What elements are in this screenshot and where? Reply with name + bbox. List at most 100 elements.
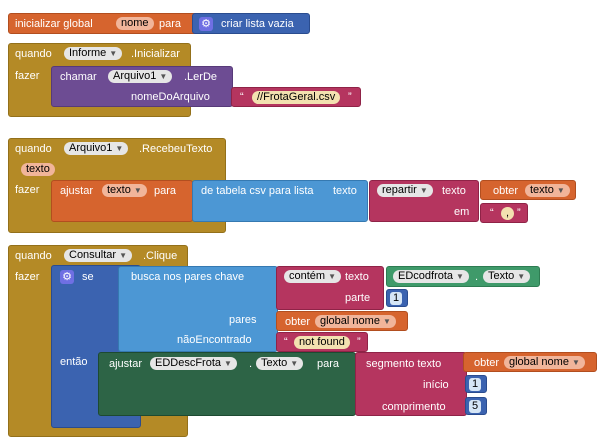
- set-component-text-block[interactable]: ajustar EDDescFrota▼ . Texto▼ para: [98, 352, 356, 416]
- file-name-text-field[interactable]: //FrotaGeral.csv: [252, 91, 341, 104]
- length-number-field[interactable]: 5: [469, 400, 482, 413]
- get-label: obter: [474, 357, 500, 369]
- get-global-nome-block-2[interactable]: obter global nome▼: [463, 352, 597, 372]
- event-name: .Inicializar: [131, 48, 180, 60]
- when-label: quando: [15, 250, 52, 262]
- set-component-dropdown[interactable]: EDDescFrota▼: [150, 357, 237, 370]
- not-found-string-block[interactable]: “ not found ”: [276, 332, 368, 352]
- global-var-name-field[interactable]: nome: [116, 17, 154, 30]
- component-text-getter-block[interactable]: EDcodfrota▼ . Texto▼: [386, 266, 540, 287]
- chevron-down-icon: ▼: [224, 359, 232, 368]
- csv-to-list-block[interactable]: de tabela csv para lista texto: [192, 180, 368, 222]
- dot-separator: .: [475, 271, 479, 283]
- when-label: quando: [15, 48, 52, 60]
- create-list-label: criar lista vazia: [221, 18, 294, 30]
- set-variable-block[interactable]: ajustar texto▼ para: [51, 180, 193, 222]
- call-label: chamar: [60, 71, 97, 83]
- split-dropdown[interactable]: repartir▼: [377, 184, 433, 197]
- open-quote-icon: “: [240, 91, 244, 103]
- chevron-down-icon: ▼: [328, 272, 336, 281]
- dot-separator: .: [249, 358, 253, 370]
- set-label: ajustar: [109, 358, 143, 370]
- file-name-string-block[interactable]: “ //FrotaGeral.csv ”: [231, 87, 361, 107]
- global-variable-block[interactable]: inicializar global nome para: [8, 13, 198, 34]
- create-empty-list-block[interactable]: ⚙ criar lista vazia: [192, 13, 310, 34]
- part-number-field[interactable]: 1: [390, 292, 403, 305]
- chevron-down-icon: ▼: [556, 186, 565, 195]
- comma-string-block[interactable]: “ , ”: [480, 203, 528, 223]
- set-prop-dropdown[interactable]: Texto▼: [256, 357, 304, 370]
- do-label: fazer: [15, 184, 40, 196]
- number-block-length[interactable]: 5: [465, 397, 487, 415]
- text-box-dropdown[interactable]: EDcodfrota▼: [393, 270, 469, 283]
- segment-label: segmento texto: [366, 358, 442, 370]
- lookup-pairs-block[interactable]: busca nos pares chave pares nãoEncontrad…: [118, 266, 278, 352]
- chevron-down-icon: ▼: [419, 186, 428, 195]
- when-label: quando: [15, 143, 52, 155]
- get-texto-block[interactable]: obter texto▼: [480, 180, 576, 200]
- number-block-start[interactable]: 1: [465, 375, 487, 393]
- open-quote-icon: “: [284, 336, 288, 348]
- comma-text-field[interactable]: ,: [501, 207, 515, 220]
- then-label: então: [60, 356, 88, 368]
- number-block-part[interactable]: 1: [386, 289, 408, 307]
- method-name: .LerDe: [184, 71, 218, 83]
- close-quote-icon: ”: [517, 207, 521, 219]
- get-global-var-dropdown[interactable]: global nome▼: [315, 315, 396, 328]
- open-quote-icon: “: [490, 207, 494, 219]
- contains-block[interactable]: contém▼ texto parte: [276, 266, 384, 310]
- contains-arg-label: texto: [345, 271, 369, 283]
- event-param-texto[interactable]: texto: [21, 163, 55, 176]
- call-read-file-block[interactable]: chamar Arquivo1▼ .LerDe nomeDoArquivo: [51, 66, 233, 107]
- part-label: parte: [345, 292, 371, 304]
- chevron-down-icon: ▼: [159, 72, 168, 81]
- get-global-var-dropdown[interactable]: global nome▼: [504, 356, 585, 369]
- start-label: início: [423, 379, 449, 391]
- component-dropdown-consultar[interactable]: Consultar▼: [64, 249, 132, 262]
- not-found-text-field[interactable]: not found: [294, 336, 350, 349]
- file-component-dropdown[interactable]: Arquivo1▼: [108, 70, 173, 83]
- global-label: inicializar global: [15, 18, 93, 30]
- component-dropdown-informe[interactable]: Informe▼: [64, 47, 123, 60]
- csv-arg-label: texto: [333, 185, 357, 197]
- set-label: ajustar: [60, 185, 94, 197]
- gear-icon[interactable]: ⚙: [199, 17, 213, 31]
- event-name: .Clique: [143, 250, 178, 262]
- file-name-param-label: nomeDoArquivo: [131, 91, 210, 103]
- close-quote-icon: ”: [357, 336, 361, 348]
- text-prop-dropdown[interactable]: Texto▼: [483, 270, 531, 283]
- if-label: se: [82, 271, 94, 283]
- length-label: comprimento: [382, 401, 446, 413]
- get-var-dropdown[interactable]: texto▼: [525, 184, 570, 197]
- close-quote-icon: ”: [348, 91, 352, 103]
- chevron-down-icon: ▼: [456, 272, 464, 281]
- csv-table-label: de tabela csv para lista: [201, 185, 314, 197]
- chevron-down-icon: ▼: [109, 49, 118, 58]
- event-name: .RecebeuTexto: [139, 143, 213, 155]
- contains-dropdown[interactable]: contém▼: [284, 270, 341, 283]
- split-arg-label: texto: [442, 185, 466, 197]
- chevron-down-icon: ▼: [517, 272, 526, 281]
- chevron-down-icon: ▼: [290, 359, 299, 368]
- chevron-down-icon: ▼: [382, 317, 391, 326]
- lookup-label: busca nos pares chave: [131, 271, 245, 283]
- get-label: obter: [493, 185, 519, 197]
- gear-icon[interactable]: ⚙: [60, 270, 74, 284]
- chevron-down-icon: ▼: [571, 358, 580, 367]
- set-to-label: para: [154, 185, 177, 197]
- do-label: fazer: [15, 271, 40, 283]
- chevron-down-icon: ▼: [115, 144, 124, 153]
- set-var-dropdown[interactable]: texto▼: [102, 184, 147, 197]
- component-dropdown-arquivo1[interactable]: Arquivo1▼: [64, 142, 129, 155]
- split-at-label: em: [454, 206, 470, 218]
- get-label: obter: [285, 316, 311, 328]
- pairs-label: pares: [229, 314, 257, 326]
- start-number-field[interactable]: 1: [469, 378, 482, 391]
- global-to-label: para: [159, 18, 182, 30]
- segment-text-block[interactable]: segmento texto início comprimento: [355, 352, 467, 416]
- set-to-label: para: [317, 358, 340, 370]
- do-label: fazer: [15, 70, 40, 82]
- chevron-down-icon: ▼: [133, 186, 142, 195]
- split-text-block[interactable]: repartir▼ texto em: [369, 180, 479, 222]
- get-global-nome-block[interactable]: obter global nome▼: [276, 311, 408, 331]
